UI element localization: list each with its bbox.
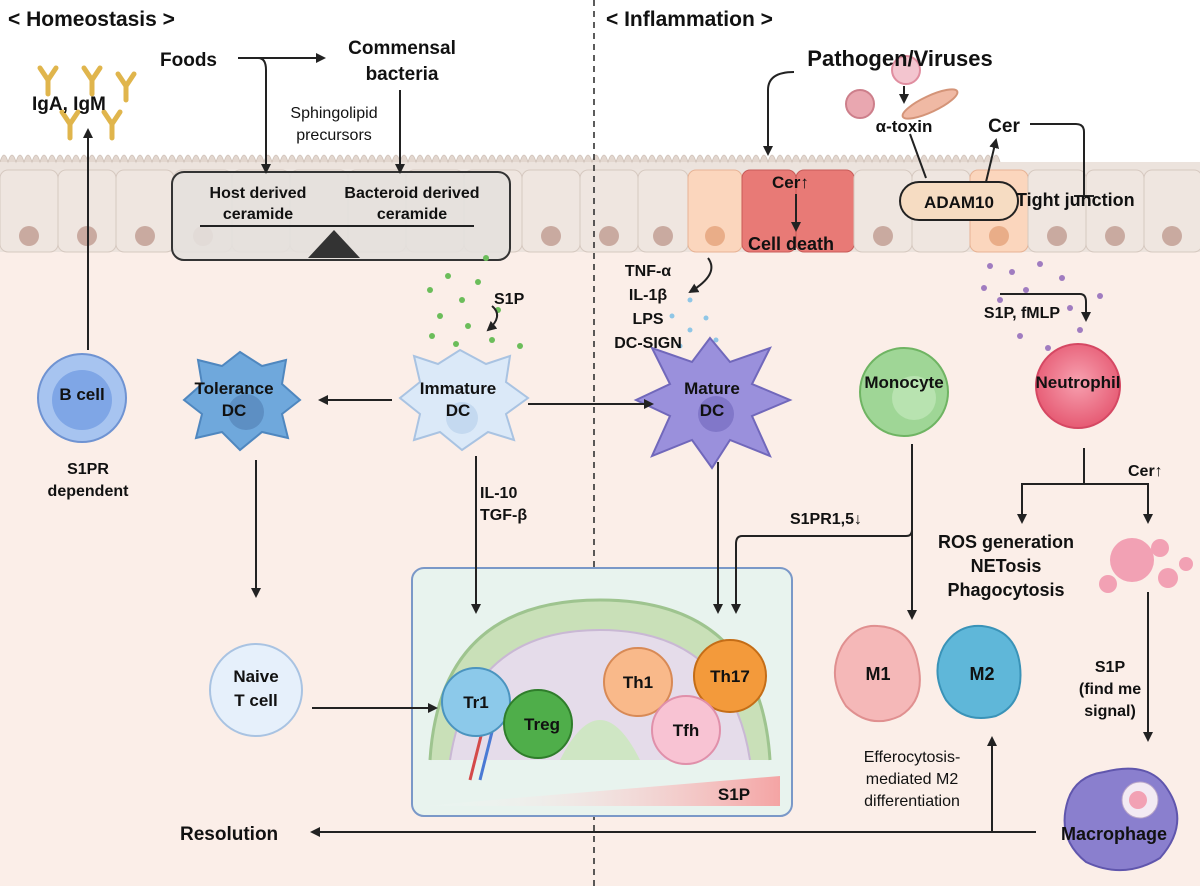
pathway-arrows [83, 53, 1153, 837]
adam10-pill [899, 181, 1019, 221]
sphingolipid-label-line1: Sphingolipid [290, 105, 377, 122]
b-cell-label: B cell [59, 385, 104, 404]
antibody-label: IgA, IgM [32, 94, 106, 115]
bacteroid-ceramide-line1: Bacteroid derived [344, 185, 479, 202]
th17-cell [693, 639, 767, 713]
th1-cell [603, 647, 673, 717]
netosis-label: NETosis [971, 556, 1042, 576]
ros-label: ROS generation [938, 532, 1074, 552]
tgfb-label: TGF-β [480, 507, 527, 524]
resolution-label: Resolution [180, 824, 278, 845]
th17-label: Th17 [710, 667, 750, 686]
adam10-label: ADAM10 [924, 193, 994, 212]
monocyte-cell [859, 347, 949, 437]
commensal-label-line2: bacteria [366, 64, 439, 85]
tight-junction-label: Tight junction [1016, 190, 1135, 210]
dcsign-label: DC-SIGN [614, 335, 682, 352]
th1-label: Th1 [623, 673, 653, 692]
s1p-gradient-label: S1P [718, 785, 750, 804]
immature-dc [398, 348, 530, 452]
s1pr15-label: S1PR1,5↓ [790, 511, 862, 528]
neutrophil-label: Neutrophil [1036, 373, 1121, 392]
tolerance-dc-label-line2: DC [222, 401, 247, 420]
s1p-dots [427, 255, 523, 349]
m1-label: M1 [865, 664, 890, 684]
tolerance-dc-label-line1: Tolerance [194, 379, 273, 398]
alpha-toxin-label: α-toxin [876, 117, 933, 136]
ceramide-balance [171, 171, 511, 261]
s1pr-label-line1: S1PR [67, 461, 109, 478]
s1p-label: S1P [494, 291, 525, 308]
b-cell [37, 353, 127, 443]
macrophage-cell [1063, 767, 1179, 872]
mature-dc-label-line1: Mature [684, 379, 740, 398]
m2-macrophage [936, 624, 1022, 719]
cell-death-label: Cell death [748, 234, 834, 254]
treg-cell [503, 689, 573, 759]
efferocytosis-line3: differentiation [864, 793, 960, 810]
naive-t-cell-label-line2: T cell [234, 691, 277, 710]
s1p-find-line1: S1P [1095, 659, 1126, 676]
s1p-fmlp-label: S1P, fMLP [984, 305, 1061, 322]
tr1-cell [441, 667, 511, 737]
bacteroid-ceramide-line2: ceramide [377, 206, 447, 223]
cer-up-label: Cer↑ [772, 173, 809, 192]
tnf-label: TNF-α [625, 263, 671, 280]
lps-label: LPS [632, 311, 663, 328]
cer-up2-label: Cer↑ [1128, 463, 1163, 480]
s1p-find-line2: (find me [1079, 681, 1141, 698]
homeostasis-heading: < Homeostasis > [8, 8, 175, 31]
tr1-label: Tr1 [463, 693, 489, 712]
pathogen-label: Pathogen/Viruses [807, 46, 992, 71]
neutrophil-cell [1035, 343, 1121, 429]
s1pr-label-line2: dependent [48, 483, 130, 500]
m1-macrophage [833, 624, 921, 723]
naive-t-cell-label-line1: Naive [233, 667, 278, 686]
cer-label: Cer [988, 116, 1020, 137]
monocyte-label: Monocyte [864, 373, 943, 392]
inflammation-heading: < Inflammation > [606, 8, 773, 31]
apoptotic-neutrophil [1099, 538, 1193, 593]
commensal-label-line1: Commensal [348, 38, 456, 59]
efferocytosis-line1: Efferocytosis- [864, 749, 961, 766]
mature-dc [633, 336, 793, 470]
treg-label: Treg [524, 715, 560, 734]
immature-dc-label-line1: Immature [420, 379, 497, 398]
il10-label: IL-10 [480, 485, 517, 502]
macrophage-label: Macrophage [1061, 824, 1167, 844]
m2-label: M2 [969, 664, 994, 684]
efferocytosis-line2: mediated M2 [866, 771, 959, 788]
host-ceramide-line2: ceramide [223, 206, 293, 223]
mature-dc-label-line2: DC [700, 401, 725, 420]
tfh-label: Tfh [673, 721, 699, 740]
immature-dc-label-line2: DC [446, 401, 471, 420]
phagocytosis-label: Phagocytosis [947, 580, 1064, 600]
tolerance-dc [182, 350, 302, 452]
tfh-cell [651, 695, 721, 765]
naive-t-cell [209, 643, 303, 737]
foods-label: Foods [160, 50, 217, 71]
antibody-icon [37, 65, 137, 141]
s1p-find-line3: signal) [1084, 703, 1136, 720]
il1b-label: IL-1β [629, 287, 667, 304]
host-ceramide-line1: Host derived [210, 185, 307, 202]
pathogen-icon [845, 55, 959, 120]
s1p-fmlp-dots [981, 261, 1103, 351]
sphingolipid-label-line2: precursors [296, 127, 372, 144]
